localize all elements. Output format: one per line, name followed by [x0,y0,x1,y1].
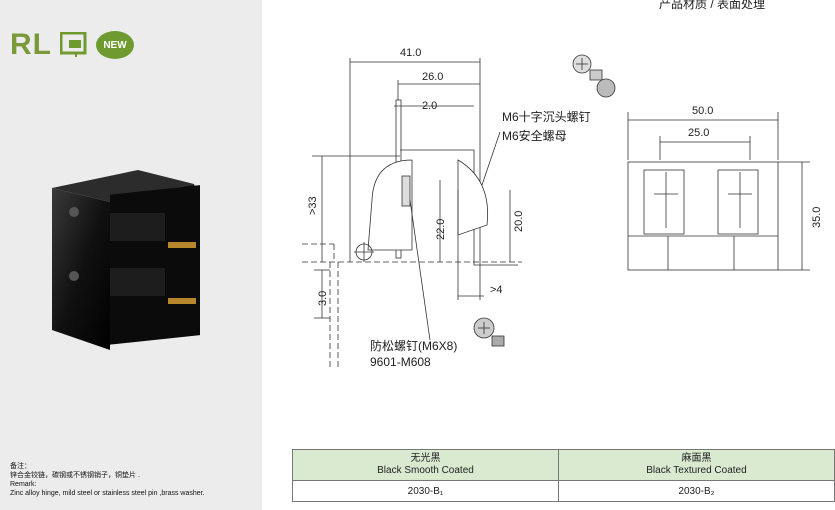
mounting-symbol-icon [60,32,87,57]
finish-col-2-cn: 麻面黑 [681,453,712,464]
dim-35: 35.0 [811,207,823,228]
finish-col-2: 麻面黑 Black Textured Coated [557,449,835,481]
dim-25: 25.0 [688,127,709,139]
screw-label-1: M6十字沉头螺钉 [502,109,591,124]
dim-gt4: >4 [490,284,503,296]
finish-col-1-cn: 无光黑 [410,453,441,464]
dim-gt33: >33 [307,196,319,215]
remark-title-cn: 备注： [10,463,31,470]
finish-code-2: 2030-B₂ [557,480,835,502]
dim-50: 50.0 [692,105,713,117]
new-badge: NEW [96,31,134,59]
dim-41: 41.0 [400,47,421,59]
remark-text-en: Zinc alloy hinge, mild steel or stainles… [10,490,205,497]
screw-label-2: M6安全螺母 [502,128,567,143]
remark-text-cn: 锌合金铰链，碳钢或不锈钢销子，铜垫片 . [10,472,140,479]
front-view [627,112,810,271]
finish-table-header: 无光黑 Black Smooth Coated 麻面黑 Black Textur… [292,449,835,481]
finish-col-2-en: Black Textured Coated [646,465,747,476]
anti-loose-code: 9601-M608 [370,355,431,369]
hinge-product-image [52,170,200,350]
dim-20: 20.0 [513,211,525,232]
brand-rl-text: RL [10,28,52,61]
finish-table: 无光黑 Black Smooth Coated 麻面黑 Black Textur… [292,449,835,502]
finish-col-1-en: Black Smooth Coated [377,465,474,476]
finish-col-1: 无光黑 Black Smooth Coated [292,449,559,481]
left-panel: RL NEW 备注： 锌合金铰链，碳钢或不锈钢销子，铜垫片 . Remark [0,0,262,510]
anti-loose-label: 防松螺钉(M6X8) [370,338,457,353]
finish-code-1: 2030-B₁ [292,480,559,502]
dim-3: 3.0 [317,291,329,306]
side-view [302,58,522,370]
anti-loose-screw-icon [473,317,505,347]
remark-block: 备注： 锌合金铰链，碳钢或不锈钢销子，铜垫片 . Remark: Zinc al… [10,462,260,498]
dim-26: 26.0 [422,71,443,83]
dim-2: 2.0 [422,100,437,112]
brand-logo: RL NEW [10,28,134,62]
dim-22: 22.0 [435,219,447,240]
screw-nut-icon [572,54,616,98]
finish-table-row: 2030-B₁ 2030-B₂ [292,480,835,502]
remark-title-en: Remark: [10,481,37,488]
technical-drawing: 41.0 26.0 2.0 >33 22.0 20.0 3.0 >4 M6十字沉… [302,47,823,370]
top-caption: 产品材质 / 表面处理 [658,0,765,11]
